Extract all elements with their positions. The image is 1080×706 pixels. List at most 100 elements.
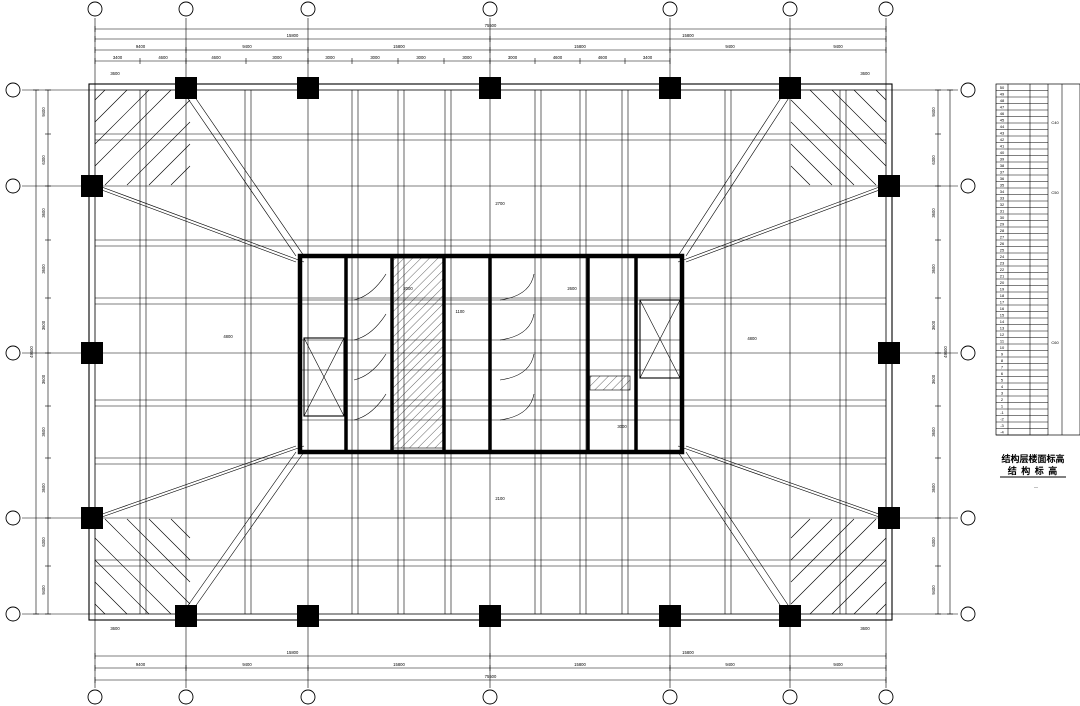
table-floor-no: 38 [1000,163,1005,168]
table-floor-no: -2 [1000,417,1004,422]
axis-bubble [5,510,21,526]
diagonal-beam [189,89,305,257]
diagonal-beam [685,445,891,519]
table-floor-no: 48 [1000,98,1005,103]
axis-bubble [87,1,103,17]
table-floor-no: 18 [1000,293,1005,298]
axis-bubble [178,689,194,705]
table-floor-no: 50 [1000,85,1005,90]
table-floor-no: 3 [1001,391,1004,396]
table-floor-no: 41 [1000,144,1005,149]
dim-text: 3000 [462,55,472,60]
stair-stroke [353,393,387,421]
dim-text: 9400 [833,662,843,667]
column [659,605,681,627]
dim-text: 75500 [485,674,497,679]
corner-lattice [831,89,887,145]
dim-text: 1100 [455,309,465,314]
table-floor-no: 4 [1001,384,1004,389]
dim-text: 3600 [41,427,46,437]
corner-lattice [790,518,877,605]
corner-lattice [148,143,191,186]
diagonal-beam [181,451,297,615]
axis-bubble [960,178,976,194]
column [779,605,801,627]
table-floor-no: 1 [1001,404,1004,409]
corner-lattice [853,89,887,123]
diagonal-beam [677,445,883,519]
corner-lattice [94,89,172,167]
dim-text: 3000 [416,55,426,60]
corner-lattice [170,165,191,186]
axis-bubble [782,689,798,705]
diagonal-beam [685,451,795,615]
elevator-cross [639,299,681,379]
table-zone: C50 [1051,190,1059,195]
table-floor-no: 39 [1000,157,1005,162]
table-floor-no: 45 [1000,118,1005,123]
corner-lattice [790,99,877,186]
diagonal-beam [677,451,787,615]
axis-bubble [878,689,894,705]
dim-text: 9400 [136,662,146,667]
axis-bubble [482,1,498,17]
axis-bubble [782,1,798,17]
table-floor-no: 16 [1000,306,1005,311]
axis-bubble [5,178,21,194]
corner-lattice [170,518,191,539]
dim-text: 3600 [110,626,120,631]
table-floor-no: 13 [1000,326,1005,331]
table-floor-no: 2 [1001,397,1004,402]
dim-text: 3400 [643,55,653,60]
diagonal-beam [98,185,305,263]
table-floor-no: 36 [1000,176,1005,181]
core-walls [297,253,685,455]
dim-text: 4600 [598,55,608,60]
diagonal-beam [685,185,891,263]
dim-text: 9400 [931,107,936,117]
dim-text: 15800 [574,662,586,667]
axis-bubble [300,1,316,17]
table-floor-no: -1 [1000,410,1004,415]
dim-text: 3000 [617,424,627,429]
corner-lattice [790,518,855,583]
dim-text: 3600 [41,320,46,330]
column [81,507,103,529]
corner-lattice [104,99,191,186]
table-floor-no: 27 [1000,235,1005,240]
table-floor-no: 11 [1000,339,1005,344]
table-floor-no: 7 [1001,365,1004,370]
dim-text: 3600 [41,208,46,218]
corner-lattice [94,603,106,615]
table-caption-2: 结 构 标 高 [1008,465,1059,476]
corner-lattice [94,89,128,123]
corner-lattice [126,121,191,186]
table-floor-no: 44 [1000,124,1005,129]
dim-text: 4600 [211,55,221,60]
table-floor-no: 15 [1000,313,1005,318]
table-floor-no: 42 [1000,137,1005,142]
corner-lattice [94,537,172,615]
table-floor-no: 31 [1000,209,1005,214]
dim-text: 3400 [113,55,123,60]
dim-text: 6300 [41,155,46,165]
stair-stroke [499,313,535,341]
elevator-shaft [639,299,681,379]
dim-text: 3000 [508,55,518,60]
dim-text: 3600 [931,483,936,493]
table-floor-no: 34 [1000,189,1005,194]
corner-lattice [809,89,887,167]
beam-layout [90,89,891,615]
dim-text: 4600 [158,55,168,60]
table-floor-no: 9 [1001,352,1004,357]
table-floor-no: 35 [1000,183,1005,188]
table-floor-no: 25 [1000,248,1005,253]
table-floor-no: 43 [1000,131,1005,136]
stair-stroke [353,273,387,301]
dim-text: 2700 [495,201,505,206]
dim-text: 4800 [747,336,757,341]
table-floor-no: 26 [1000,241,1005,246]
axis-bubble [960,510,976,526]
column [878,507,900,529]
